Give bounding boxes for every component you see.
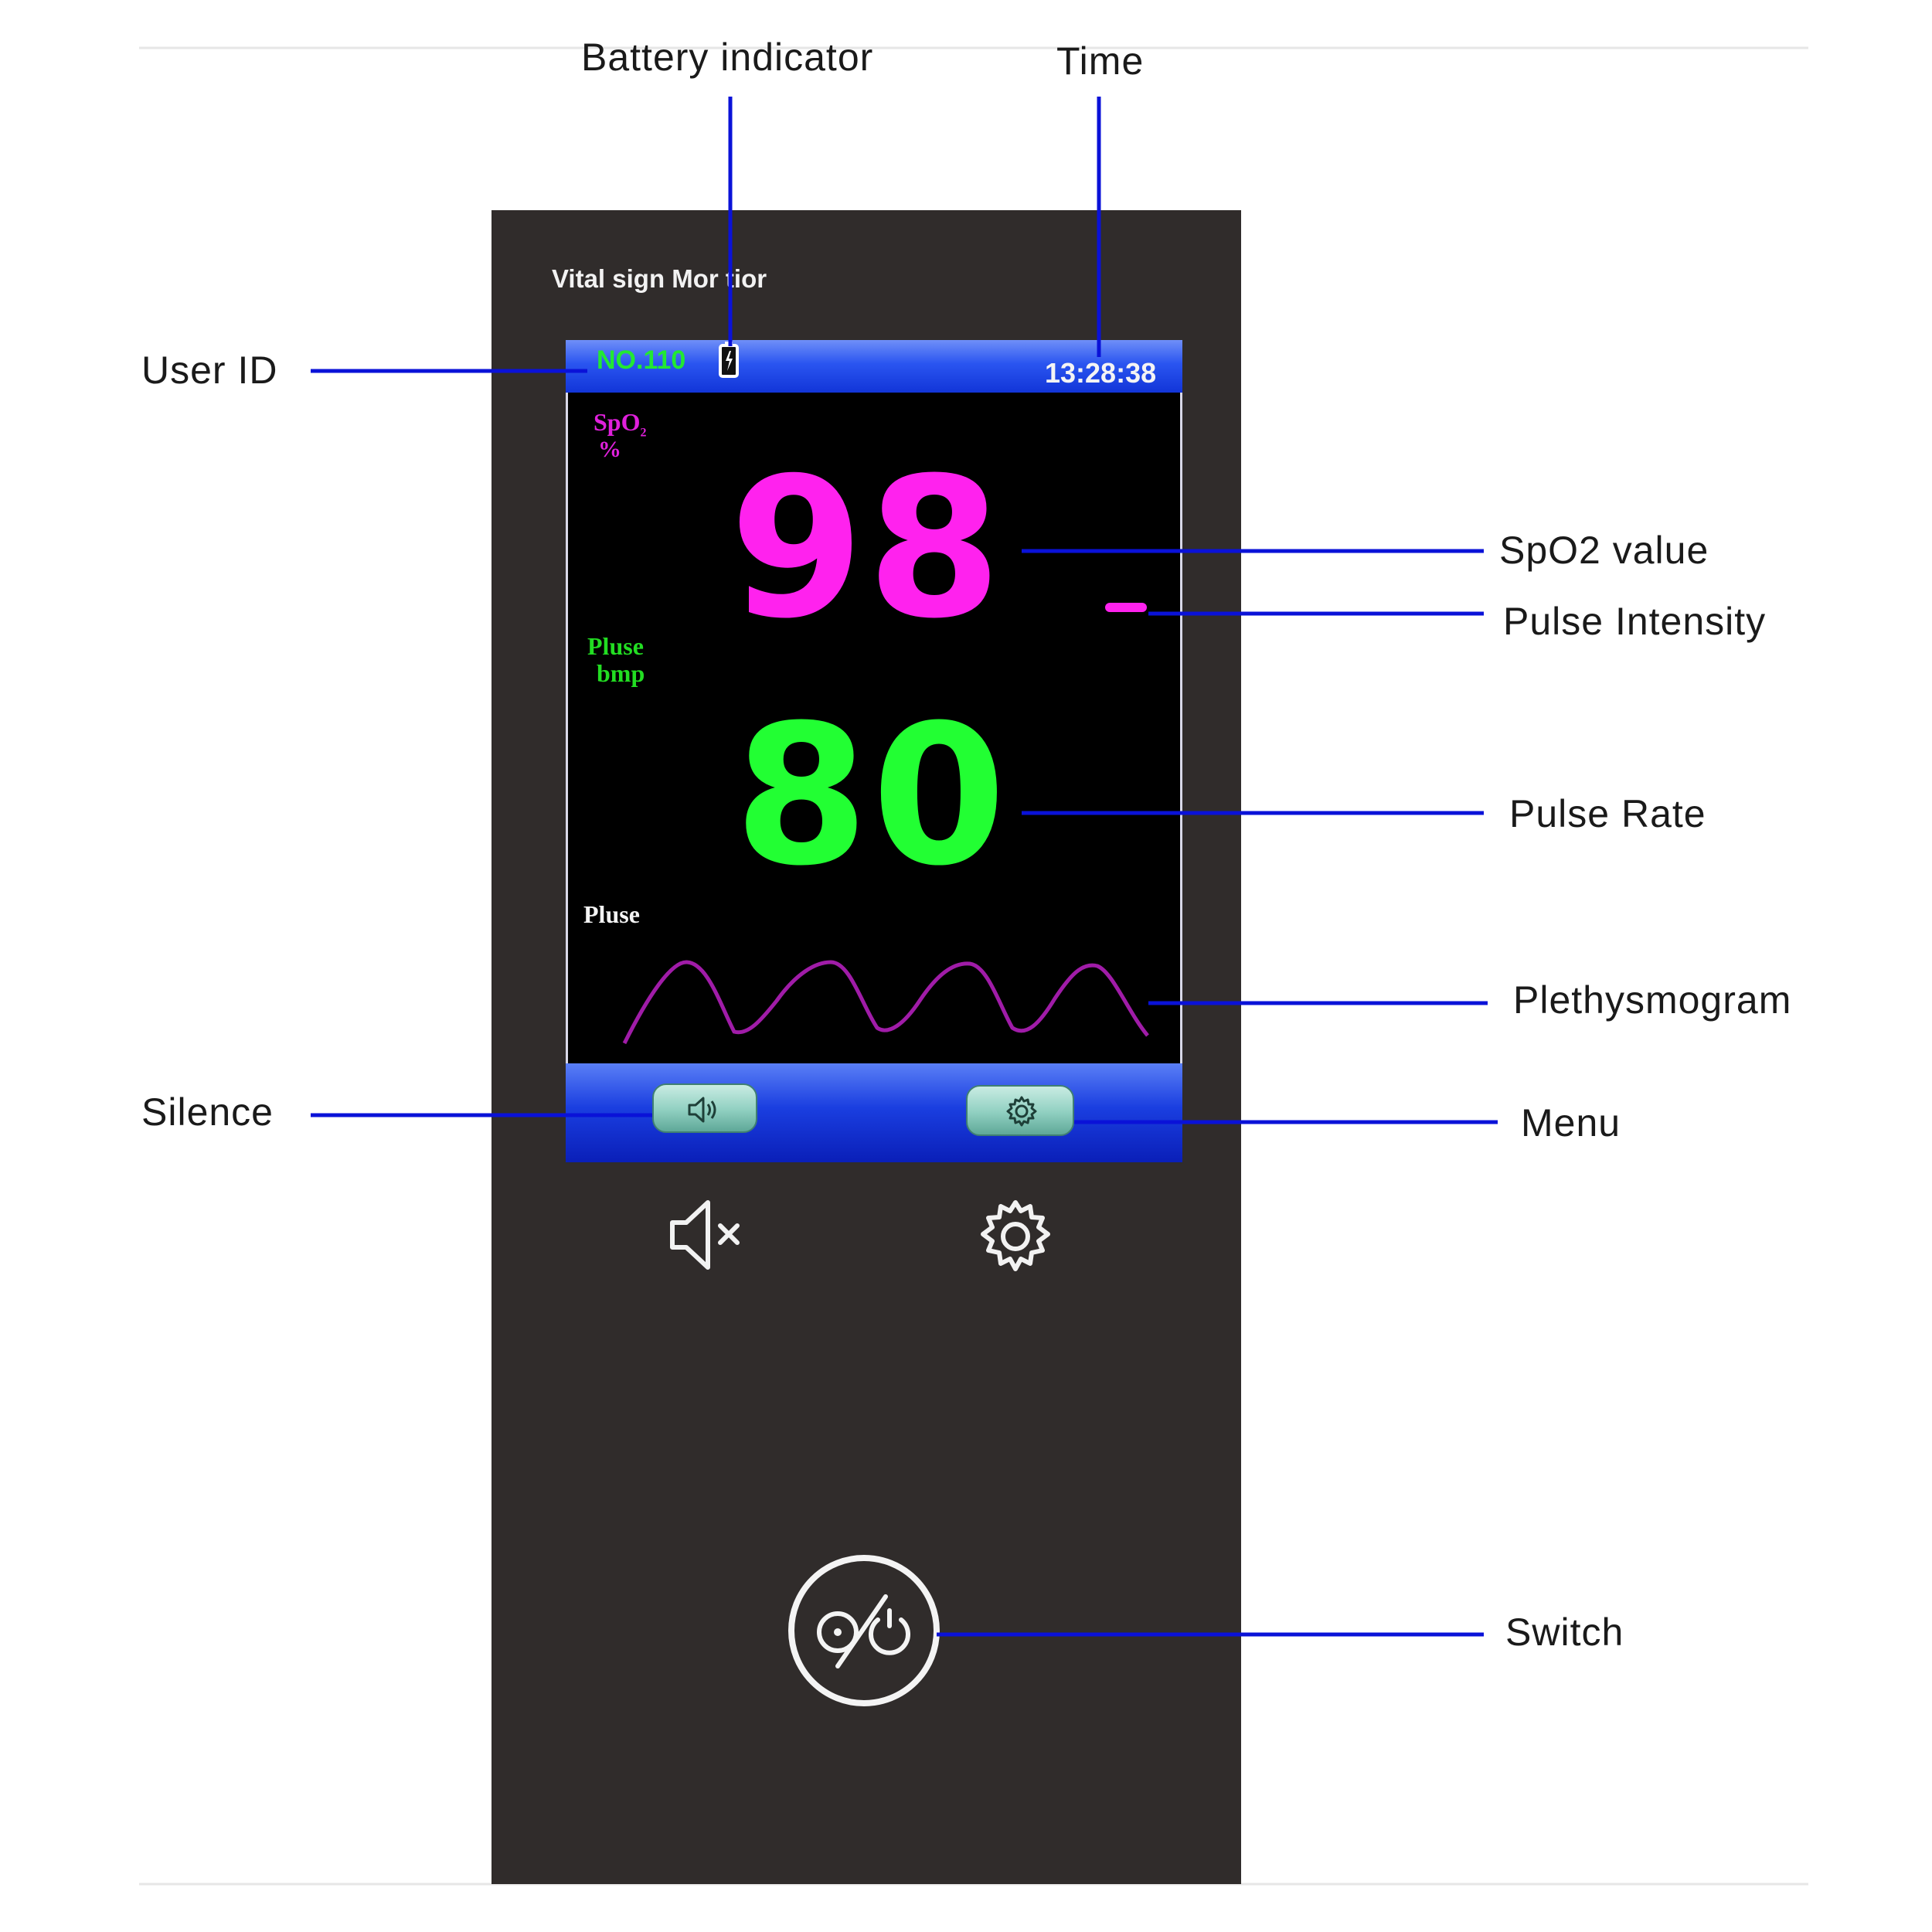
callout-time: Time [1056, 39, 1145, 83]
pulse-label: Pluse [587, 632, 644, 660]
spo2-label-text: SpO [594, 408, 641, 436]
callout-menu: Menu [1521, 1101, 1621, 1145]
display-screen [566, 393, 1182, 1063]
speaker-icon [688, 1097, 716, 1123]
spo2-label-subscript: 2 [640, 426, 647, 440]
menu-button[interactable] [966, 1085, 1074, 1136]
gear-icon [1006, 1096, 1037, 1127]
pulse-intensity-bar [1105, 603, 1147, 612]
pulse-value: 80 [734, 683, 1009, 908]
callout-plethysmogram: Plethysmogram [1513, 978, 1792, 1022]
spo2-value: 98 [730, 436, 1005, 661]
spo2-label: SpO2 [594, 410, 646, 445]
pulse-unit: bmp [597, 659, 645, 687]
callout-pulse-intensity: Pulse Intensity [1503, 600, 1767, 643]
user-id: NO.110 [597, 345, 686, 375]
power-switch-icon[interactable] [787, 1553, 941, 1708]
settings-gear-icon[interactable] [975, 1196, 1056, 1277]
callout-pulse-rate: Pulse Rate [1509, 792, 1706, 835]
callout-user-id: User ID [141, 349, 278, 392]
callout-switch: Switch [1505, 1611, 1624, 1654]
callout-silence: Silence [141, 1090, 274, 1134]
spo2-unit: % [598, 437, 621, 462]
clock-time: 13:28:38 [1045, 357, 1157, 389]
silence-button[interactable] [652, 1083, 757, 1133]
status-bar [566, 340, 1182, 393]
callout-battery-indicator: Battery indicator [581, 36, 874, 79]
mute-icon[interactable] [666, 1196, 747, 1274]
pleth-label: Pluse [583, 900, 640, 928]
callout-spo2-value: SpO2 value [1499, 529, 1709, 572]
